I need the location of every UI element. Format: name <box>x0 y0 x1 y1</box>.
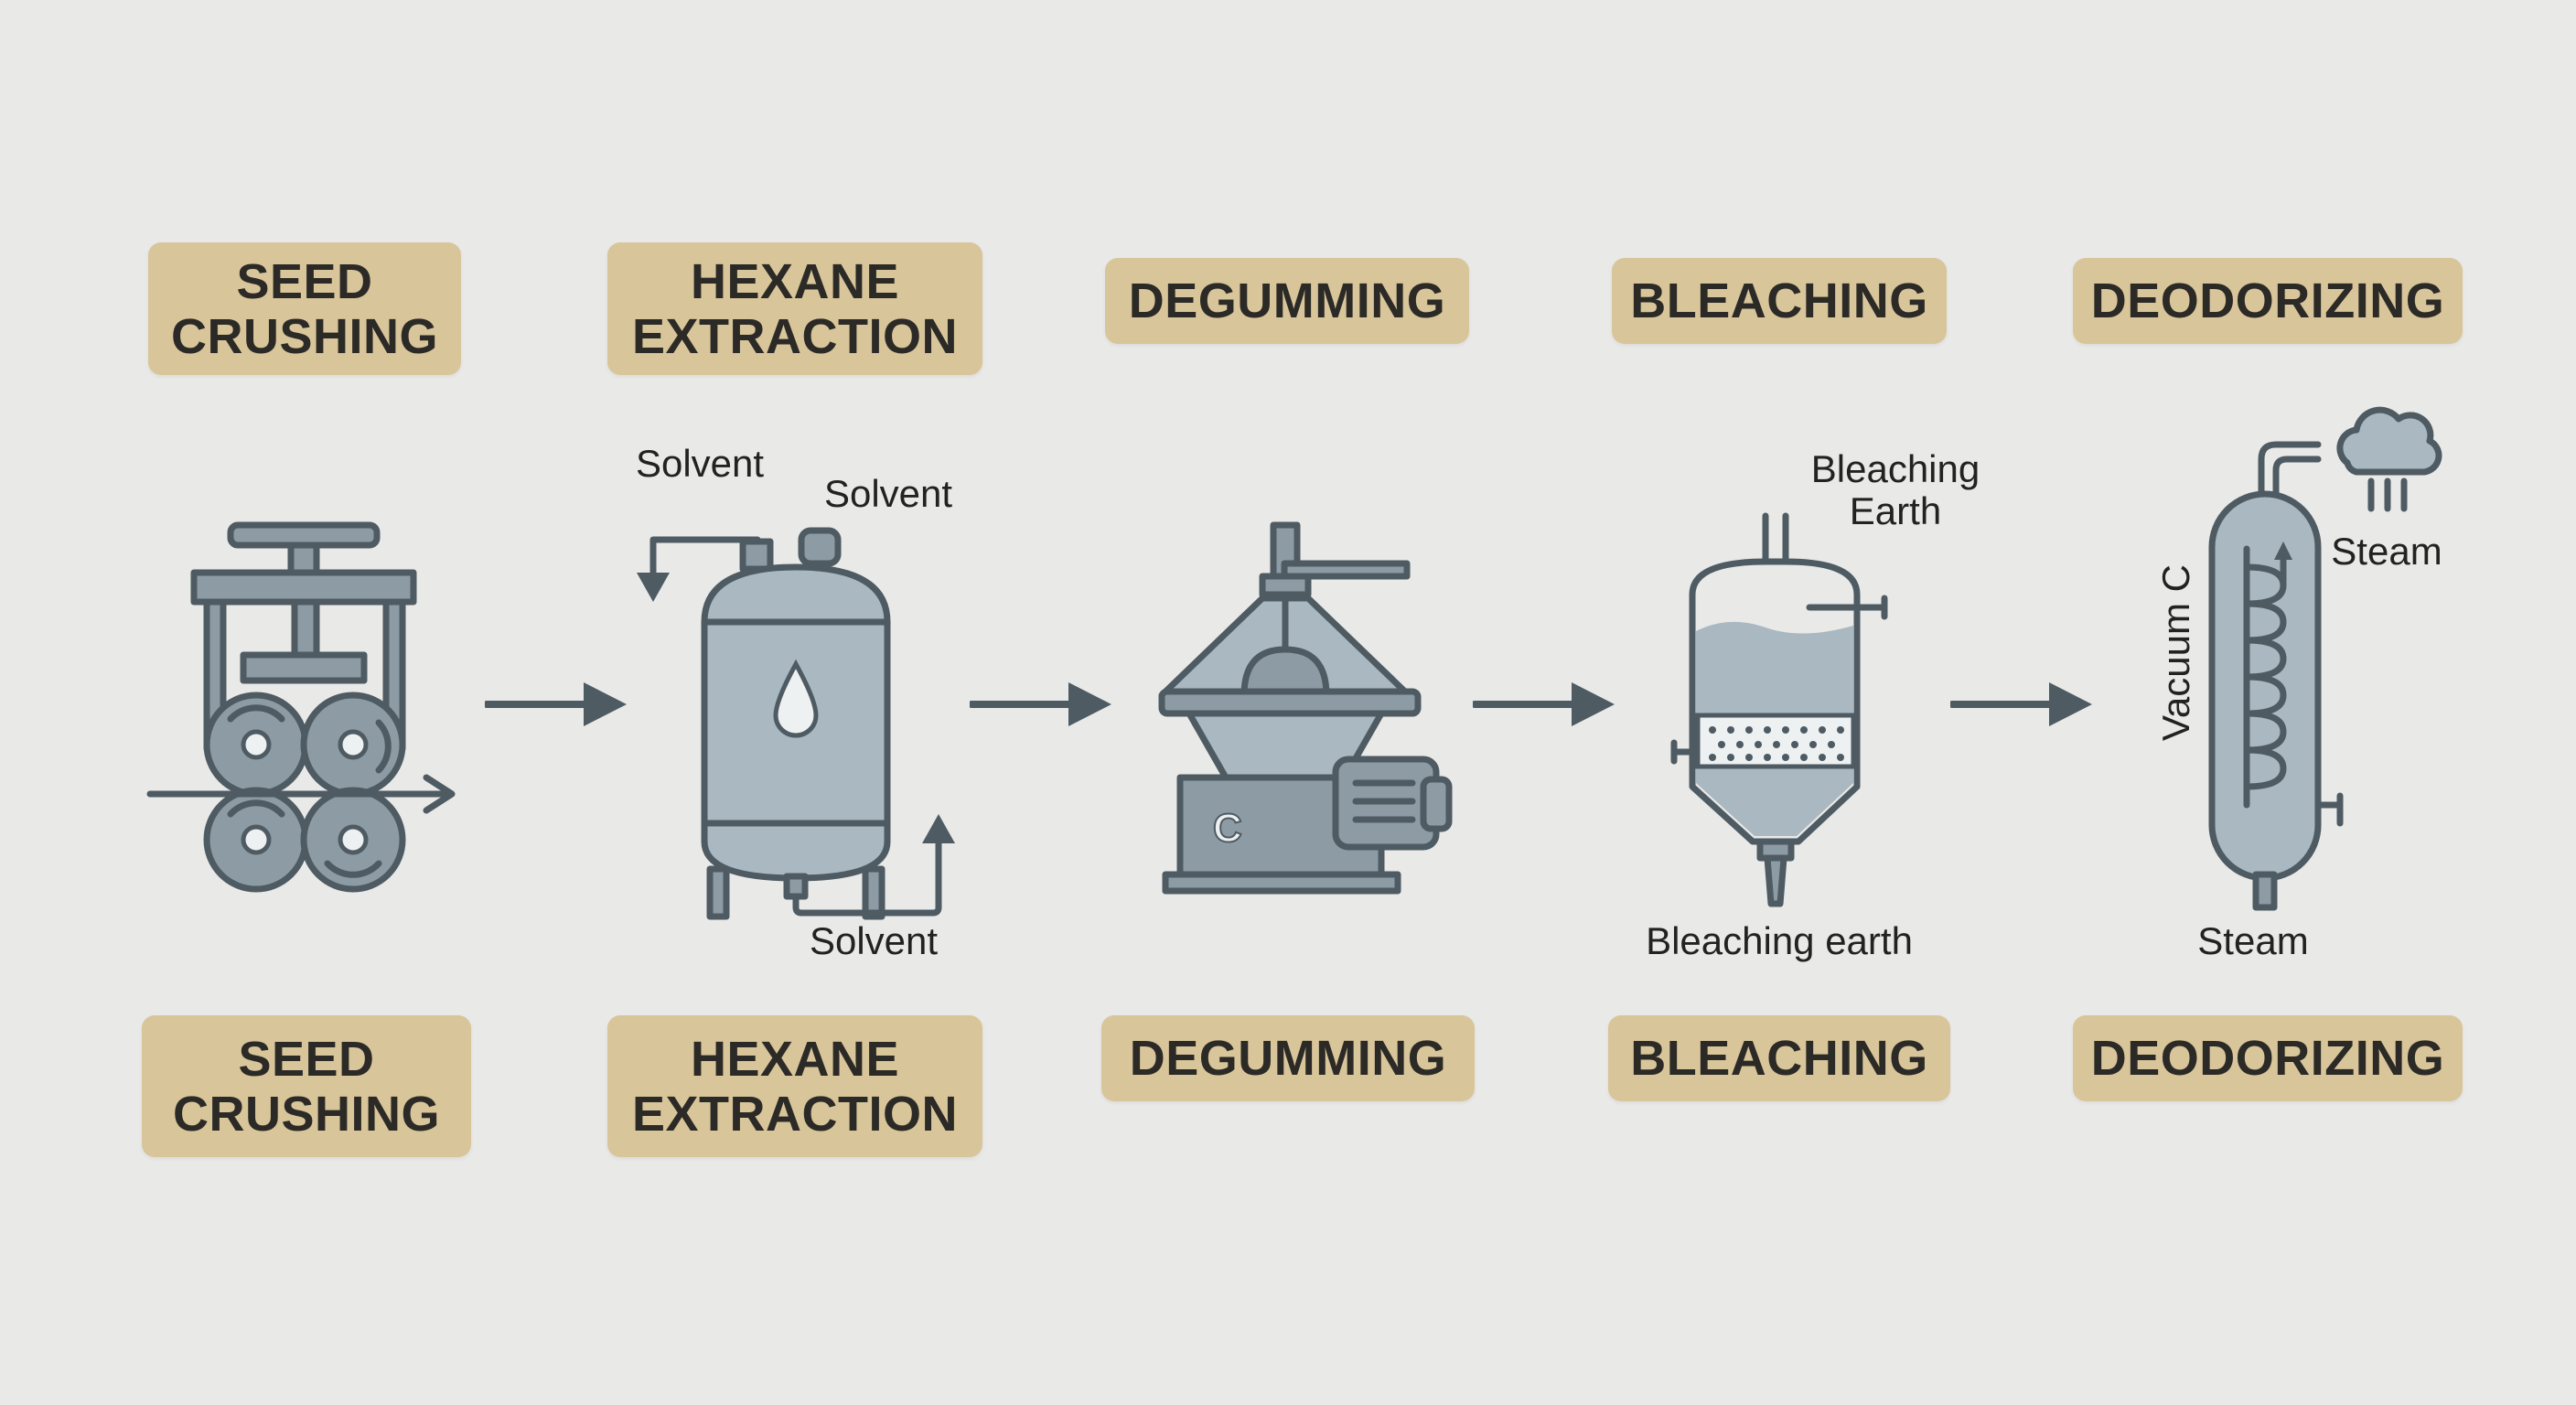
stage-label-deodorizing-top: DEODORIZING <box>2073 258 2463 344</box>
stage-label-hexane-extraction-top: HEXANE EXTRACTION <box>607 242 982 375</box>
bleaching-vessel-icon <box>1670 512 1888 907</box>
extraction-tank-icon <box>637 527 955 920</box>
stage-label-degumming-top: DEGUMMING <box>1105 258 1469 344</box>
centrifuge-c-mark: C <box>1213 806 1242 851</box>
flow-arrow-1 <box>485 682 627 726</box>
annotation-vacuum: Vacuum C <box>2154 564 2197 741</box>
annotation-bleaching-earth-bottom: Bleaching earth <box>1646 919 1913 962</box>
stage-label-hexane-extraction-bottom: HEXANE EXTRACTION <box>607 1015 982 1157</box>
flow-arrow-3 <box>1473 682 1615 726</box>
stage-label-bleaching-bottom: BLEACHING <box>1608 1015 1950 1101</box>
stage-label-degumming-bottom: DEGUMMING <box>1101 1015 1475 1101</box>
stage-label-seed-crushing-top: SEED CRUSHING <box>148 242 461 375</box>
steam-cloud-icon <box>2336 406 2442 512</box>
annotation-solvent-top-left: Solvent <box>635 442 765 485</box>
annotation-steam-top: Steam <box>2331 530 2442 573</box>
roller-press-icon <box>146 521 456 893</box>
annotation-solvent-top-right: Solvent <box>823 472 953 515</box>
stage-label-bleaching-top: BLEACHING <box>1612 258 1947 344</box>
stage-label-deodorizing-bottom: DEODORIZING <box>2073 1015 2463 1101</box>
flow-arrow-4 <box>1950 682 2092 726</box>
centrifuge-icon: C <box>1158 521 1453 895</box>
flow-arrow-2 <box>970 682 1111 726</box>
annotation-bleaching-earth-top: Bleaching Earth <box>1810 447 1980 532</box>
annotation-solvent-bottom: Solvent <box>809 919 939 962</box>
stage-label-seed-crushing-bottom: SEED CRUSHING <box>142 1015 471 1157</box>
annotation-steam-bottom: Steam <box>2197 919 2309 962</box>
deodorizer-column-icon <box>2208 441 2344 911</box>
